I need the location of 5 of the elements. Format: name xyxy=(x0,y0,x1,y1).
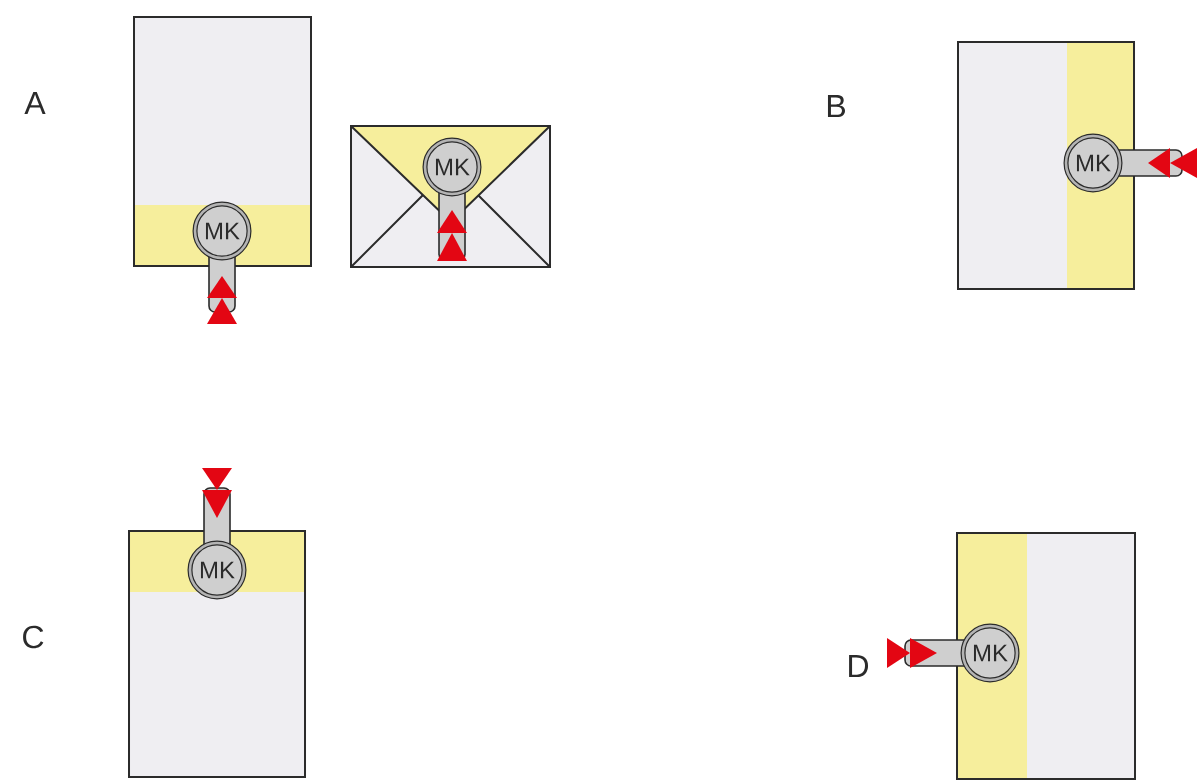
panel-letter: B xyxy=(827,95,845,117)
panel-letter: A xyxy=(24,92,46,114)
panel-letter: C xyxy=(23,625,44,649)
seal-badge: MK xyxy=(1063,133,1183,193)
panel-letter: D xyxy=(849,655,869,677)
